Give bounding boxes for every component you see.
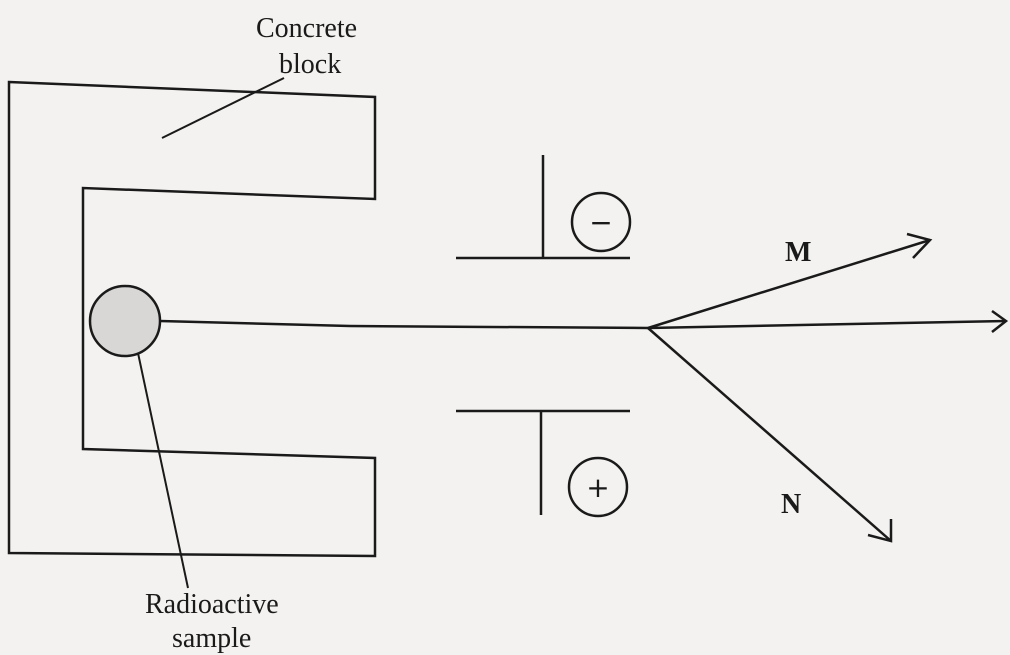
negative-terminal-circle [570,191,632,253]
positive-sign: + [586,471,609,504]
positive-terminal-circle [567,456,629,518]
concrete-block-leader-line [161,77,285,139]
radioactive-sample [88,284,162,358]
straight-ray-line [647,319,1007,330]
negative-sign: − [589,206,612,239]
concrete-block [7,80,377,558]
radioactive-sample-leader-line [137,352,189,589]
radioactive-sample-label-line1: Radioactive [145,589,279,620]
ray-n-arrowhead [867,519,893,543]
concrete-block-label-line2: block [279,49,342,80]
ray-n-label: N [781,489,802,520]
radioactive-sample-label-line2: sample [172,623,252,654]
beam-path [159,319,649,330]
straight-ray-arrowhead [991,309,1009,333]
concrete-block-label-line1: Concrete [256,13,358,44]
ray-n-line [647,327,892,542]
ray-m-line [647,238,931,330]
ray-m-arrowhead [906,232,933,259]
ray-m-label: M [785,237,812,268]
